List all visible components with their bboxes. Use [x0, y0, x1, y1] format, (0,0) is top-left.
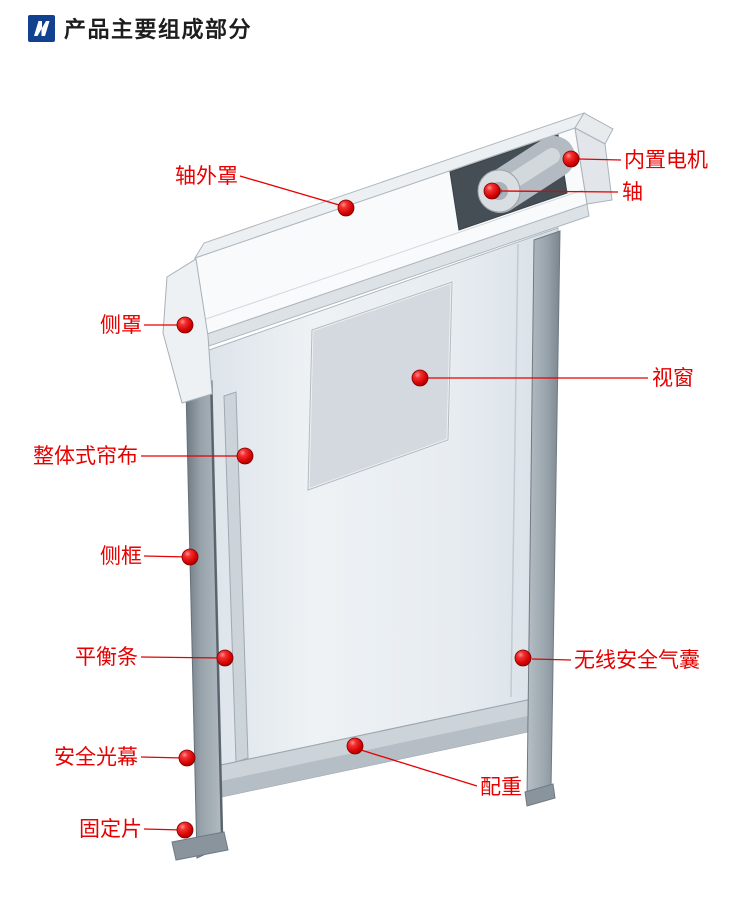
fixing-plate-foot — [171, 831, 229, 861]
label-integral-curtain: 整体式帘布 — [33, 444, 138, 468]
marker-dot-integral-curtain — [236, 447, 254, 465]
marker-dot-side-frame — [181, 548, 199, 566]
right-frame-foot — [524, 783, 556, 807]
marker-dot-counterweight — [346, 737, 364, 755]
marker-dot-built-in-motor — [562, 150, 580, 168]
leader-counterweight — [360, 749, 478, 787]
label-balance-bar: 平衡条 — [75, 645, 138, 669]
viewing-window-border — [307, 281, 453, 491]
curtain-seam-line — [510, 243, 519, 698]
leader-shaft-cover — [239, 175, 347, 208]
leader-side-frame — [143, 555, 189, 558]
header: 产品主要组成部分 — [28, 12, 252, 44]
housing-right-cap — [574, 127, 613, 205]
marker-dot-balance-bar — [216, 649, 234, 667]
label-side-frame: 侧框 — [100, 544, 142, 568]
label-side-cover: 侧罩 — [100, 313, 142, 337]
leader-safety-light-curtain — [140, 756, 185, 759]
label-window: 视窗 — [652, 366, 694, 390]
balance-bar-strip — [223, 391, 249, 763]
label-wireless-airbag: 无线安全气囊 — [574, 648, 700, 672]
marker-dot-fixing-plate — [176, 821, 194, 839]
counterweight-bar-shadow — [221, 711, 551, 797]
page-title: 产品主要组成部分 — [64, 17, 253, 42]
leader-built-in-motor — [578, 158, 622, 161]
marker-dots — [176, 150, 580, 839]
leader-balance-bar — [140, 656, 223, 659]
leader-fixing-plate — [143, 828, 183, 831]
marker-dot-safety-light-curtain — [178, 749, 196, 767]
blue-ribbon-logo-icon — [28, 14, 55, 42]
marker-dot-shaft-cover — [337, 199, 355, 217]
label-counterweight: 配重 — [480, 775, 522, 799]
label-built-in-motor: 内置电机 — [624, 148, 708, 172]
marker-dot-shaft — [483, 182, 501, 200]
safety-light-curtain-strip — [210, 382, 223, 846]
leader-shaft — [499, 190, 619, 193]
label-safety-light-curtain: 安全光幕 — [54, 745, 138, 769]
label-shaft-cover: 轴外罩 — [175, 164, 238, 188]
marker-dot-window — [411, 369, 429, 387]
leader-wireless-airbag — [531, 658, 572, 661]
marker-dot-wireless-airbag — [514, 649, 532, 667]
housing-seam-line — [202, 189, 584, 321]
marker-dot-side-cover — [176, 316, 194, 334]
leader-lines — [140, 158, 648, 831]
label-shaft: 轴 — [622, 180, 643, 204]
label-fixing-plate: 固定片 — [79, 817, 142, 841]
